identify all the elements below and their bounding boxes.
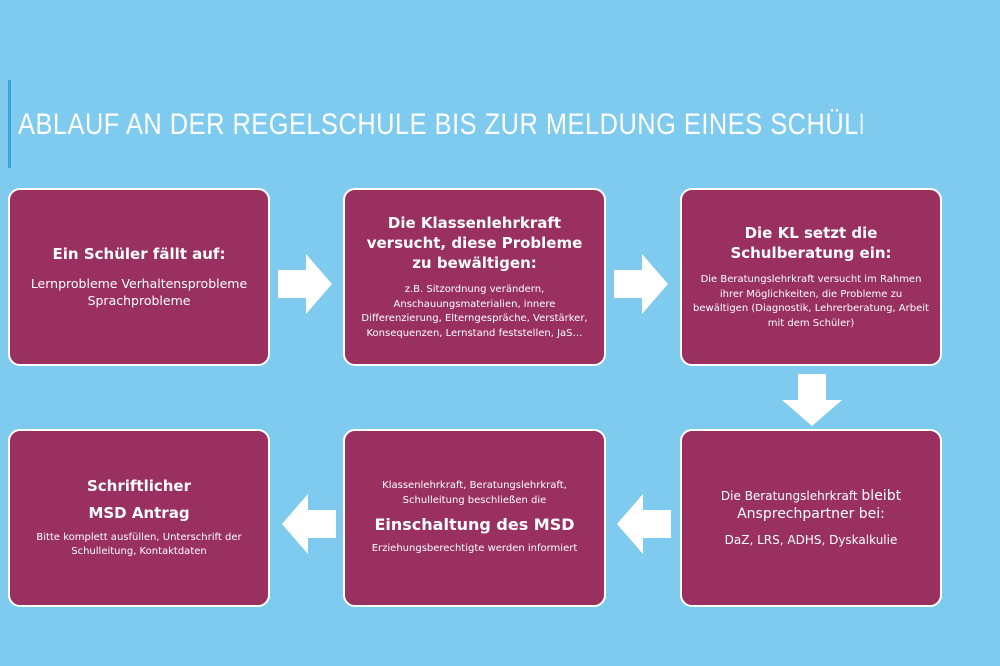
arrow-down-icon xyxy=(782,374,842,426)
arrow-right-icon xyxy=(614,254,668,314)
step-3-box: Die KL setzt die Schulberatung ein: Die … xyxy=(680,188,942,366)
step-6-heading-2: MSD Antrag xyxy=(88,503,190,522)
step-5-body: Erziehungsberechtigte werden informiert xyxy=(371,543,578,555)
step-3-heading: Die KL setzt die Schulberatung ein: xyxy=(730,223,892,262)
page-title: Ablauf an der Regelschule bis zur Meldun… xyxy=(18,108,863,141)
step-3-body: Die Beratungslehrkraft versucht im Rahme… xyxy=(693,274,929,329)
arrow-left-icon xyxy=(282,494,336,554)
step-5-top: Klassenlehrkraft, Beratungslehrkraft, Sc… xyxy=(382,480,567,506)
step-4-box: Die Beratungslehrkraft bleibt Ansprechpa… xyxy=(680,429,942,607)
step-6-body: Bitte komplett ausfüllen, Unterschrift d… xyxy=(36,531,242,558)
title-accent-bar xyxy=(8,80,11,168)
step-1-box: Ein Schüler fällt auf: Lernprobleme Verh… xyxy=(8,188,270,366)
step-2-box: Die Klassenlehrkraft versucht, diese Pro… xyxy=(343,188,606,366)
step-1-body: Lernprobleme Verhaltensprobleme Sprachpr… xyxy=(30,275,248,309)
step-4-line1-a: Die Beratungslehrkraft xyxy=(720,488,858,503)
step-4-line1: Die Beratungslehrkraft bleibt xyxy=(721,487,901,507)
step-5-box: Klassenlehrkraft, Beratungslehrkraft, Sc… xyxy=(343,429,606,607)
step-5-heading: Einschaltung des MSD xyxy=(374,515,575,535)
arrow-right-icon xyxy=(278,254,332,314)
step-4-line2: Ansprechpartner bei: xyxy=(737,506,885,523)
step-4-line1-b: bleibt xyxy=(861,487,902,504)
step-1-heading: Ein Schüler fällt auf: xyxy=(52,245,226,264)
step-6-heading-1: Schriftlicher xyxy=(86,477,192,496)
step-2-heading: Die Klassenlehrkraft versucht, diese Pro… xyxy=(366,213,583,273)
step-4-body: DaZ, LRS, ADHS, Dyskalkulie xyxy=(724,533,898,548)
arrow-left-icon xyxy=(617,494,671,554)
step-6-box: Schriftlicher MSD Antrag Bitte komplett … xyxy=(8,429,270,607)
step-2-body: z.B. Sitzordnung verändern, Anschauungsm… xyxy=(361,284,588,339)
